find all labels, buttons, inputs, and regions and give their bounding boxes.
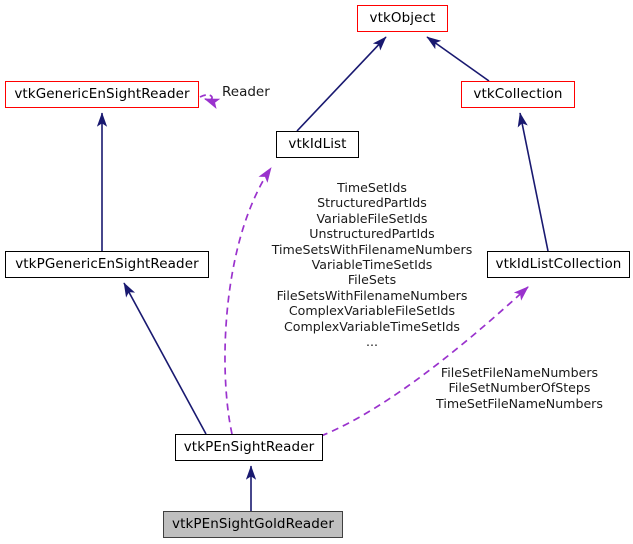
node-label: vtkPEnSightReader: [183, 438, 315, 455]
node-vtkobject[interactable]: vtkObject: [357, 5, 448, 32]
node-label: vtkGenericEnSightReader: [14, 85, 190, 102]
edge-label-line: TimeSetFileNameNumbers: [436, 395, 603, 411]
edge-label-line: StructuredPartIds: [317, 195, 427, 211]
edge-label-line: FileSetsWithFilenameNumbers: [276, 287, 468, 303]
edge-vtkidlist-to-vtkobject: [296, 36, 387, 132]
edge-label-line: ...: [365, 334, 378, 350]
node-vtkidlist[interactable]: vtkIdList: [276, 131, 359, 158]
edge-label-line: TimeSetsWithFilenameNumbers: [271, 241, 473, 257]
node-vtkpensightgoldreader[interactable]: vtkPEnSightGoldReader: [163, 511, 343, 538]
edge-label-line: VariableTimeSetIds: [311, 257, 433, 273]
edge-label-reader: Reader: [222, 84, 270, 100]
edge-label-line: UnstructuredPartIds: [309, 226, 435, 242]
node-label: vtkIdListCollection: [495, 255, 622, 272]
edge-vtkpensightreader-to-vtkidlistcollection: [320, 286, 529, 437]
node-vtkcollection[interactable]: vtkCollection: [461, 81, 575, 108]
edge-label-line: FileSetNumberOfSteps: [448, 380, 591, 396]
edge-label-line: ComplexVariableTimeSetIds: [284, 318, 460, 334]
edge-label-line: FileSets: [347, 272, 397, 288]
edge-label-line: VariableFileSetIds: [316, 210, 428, 226]
node-label: vtkObject: [369, 9, 436, 26]
edge-label-line: FileSetFileNameNumbers: [440, 365, 599, 380]
node-vtkgenericensightreader[interactable]: vtkGenericEnSightReader: [5, 81, 199, 108]
node-vtkpgenericensightreader[interactable]: vtkPGenericEnSightReader: [5, 251, 209, 278]
node-vtkidlistcollection[interactable]: vtkIdListCollection: [487, 251, 630, 278]
node-label: vtkIdList: [288, 135, 347, 152]
edge-label-line: ComplexVariableFileSetIds: [288, 303, 456, 319]
edge-vtkidlistcollection-to-vtkcollection: [517, 112, 549, 252]
edge-vtkpensightreader-to-vtkidlist: [224, 167, 272, 435]
edge-vtkcollection-to-vtkobject: [426, 36, 490, 82]
node-label: vtkCollection: [473, 85, 563, 102]
node-label: vtkPGenericEnSightReader: [15, 255, 199, 272]
node-label: vtkPEnSightGoldReader: [172, 515, 334, 532]
node-vtkpensightreader[interactable]: vtkPEnSightReader: [175, 434, 323, 461]
edge-vtkgenericensightreader-reader-selfloop: [199, 94, 221, 109]
edge-label-line: TimeSetIds: [337, 180, 407, 195]
edge-vtkpensightreader-to-vtkpgenericensightreader: [123, 282, 207, 435]
